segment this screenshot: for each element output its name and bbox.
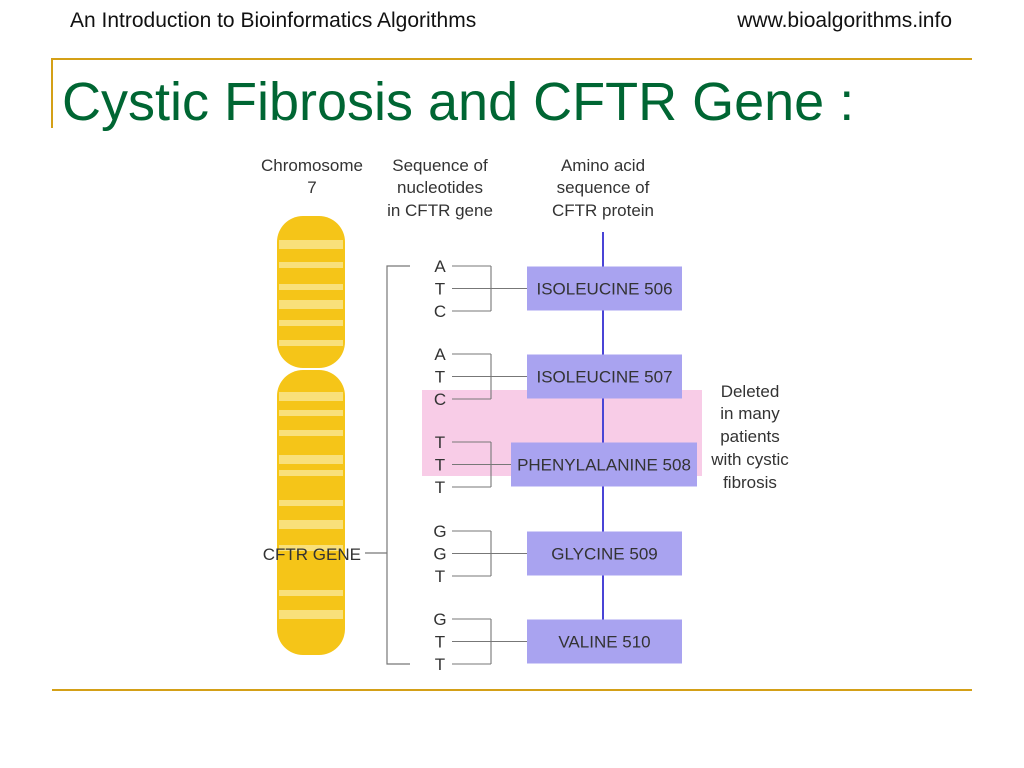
left-rule	[51, 58, 53, 128]
chromosome-band	[279, 590, 343, 596]
nucleotide-letter: T	[435, 478, 445, 497]
chromosome-band	[279, 455, 343, 464]
amino-acid-box	[527, 619, 682, 664]
nucleotide-letter: T	[435, 368, 445, 387]
nucleotide-letter: G	[433, 545, 446, 564]
chromosome-band	[279, 430, 343, 436]
chromosome-upper-arm	[277, 216, 345, 368]
nucleotide-letter: G	[433, 522, 446, 541]
nucleotide-letter: C	[434, 302, 446, 321]
codon-group: GGT	[433, 522, 527, 586]
chromosome-band	[279, 340, 343, 346]
nucleotide-letter: T	[435, 280, 445, 299]
nucleotide-letter: T	[435, 433, 445, 452]
chromosome-band	[279, 284, 343, 290]
chromosome-band	[279, 520, 343, 529]
chromosome-band	[279, 240, 343, 249]
chromosome-band	[279, 500, 343, 506]
nucleotide-letter: C	[434, 390, 446, 409]
chromosome-band	[279, 300, 343, 309]
amino-acid-box	[527, 354, 682, 399]
chromosome-band	[279, 320, 343, 326]
amino-acid-item: VALINE 510	[527, 619, 682, 664]
nucleotide-letter: T	[435, 655, 445, 674]
nucleotide-letter: G	[433, 610, 446, 629]
chromosome-band	[279, 392, 343, 401]
amino-acid-item: PHENYLALANINE 508	[511, 442, 697, 487]
amino-acid-item: ISOLEUCINE 506	[527, 266, 682, 311]
nucleotide-letter: A	[434, 257, 446, 276]
amino-acid-box	[527, 266, 682, 311]
codon-group: TTT	[435, 433, 527, 497]
nucleotide-letter: T	[435, 567, 445, 586]
header-website-link[interactable]: www.bioalgorithms.info	[737, 9, 952, 32]
amino-acid-label: PHENYLALANINE 508	[517, 456, 691, 475]
chromosome-lower-arm	[277, 370, 345, 655]
amino-acid-item: GLYCINE 509	[527, 531, 682, 576]
nucleotide-letter: A	[434, 345, 446, 364]
chromosome-band	[279, 410, 343, 416]
chromosome-band	[279, 610, 343, 619]
chromosome-7	[277, 216, 345, 655]
amino-acid-box	[511, 442, 697, 487]
codon-group: ATC	[434, 257, 527, 321]
nucleotide-letter: T	[435, 456, 445, 475]
cftr-gene-label: CFTR GENE	[263, 545, 361, 564]
top-rule	[52, 58, 972, 60]
codon-group: GTT	[433, 610, 527, 674]
chromosome-bands	[279, 240, 343, 619]
chromosome-band	[279, 262, 343, 268]
amino-acid-box	[527, 531, 682, 576]
amino-acid-label: ISOLEUCINE 506	[536, 280, 672, 299]
nucleotide-letter: T	[435, 633, 445, 652]
amino-acid-label: ISOLEUCINE 507	[536, 368, 672, 387]
bottom-rule	[52, 689, 972, 691]
codon-group: ATC	[434, 345, 527, 409]
chromosome-band	[279, 470, 343, 476]
chromosome-band	[279, 545, 343, 551]
header-course-title: An Introduction to Bioinformatics Algori…	[70, 9, 477, 32]
amino-acid-label: GLYCINE 509	[551, 545, 657, 564]
amino-acid-label: VALINE 510	[558, 633, 650, 652]
gene-bracket	[386, 265, 410, 665]
slide-title: Cystic Fibrosis and CFTR Gene :	[62, 72, 855, 132]
amino-acid-item: ISOLEUCINE 507	[527, 354, 682, 399]
